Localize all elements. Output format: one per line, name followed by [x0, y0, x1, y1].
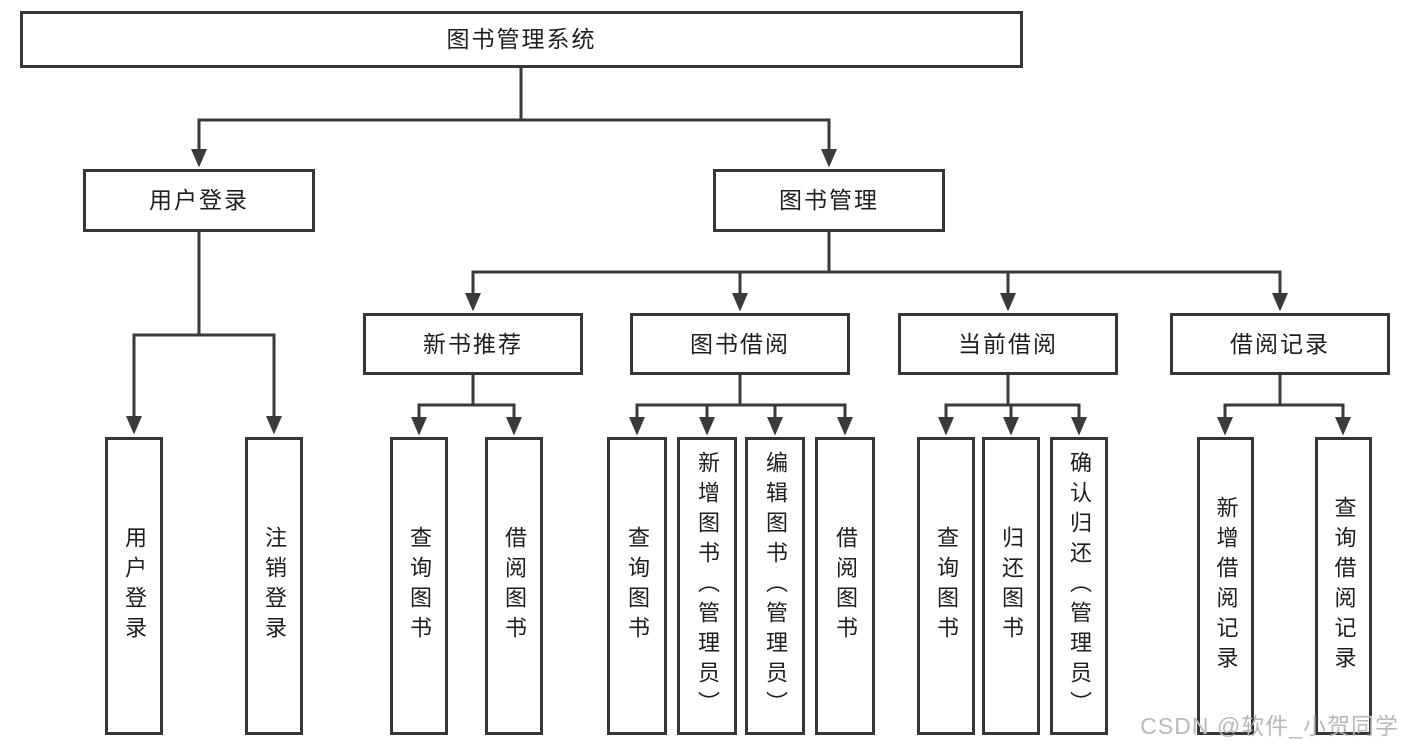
leaf-query-books-current: 查询图书 [917, 437, 975, 735]
node-book-management: 图书管理 [713, 169, 945, 232]
edge-root-to-level2 [197, 68, 831, 152]
arrow-icon [938, 417, 954, 436]
arrow-icon [699, 417, 715, 436]
leaf-query-books-borrow: 查询图书 [607, 437, 667, 735]
node-user-login: 用户登录 [83, 169, 315, 232]
arrow-icon [629, 417, 645, 436]
edge-borrowrecord-to-leaves [1223, 375, 1345, 420]
arrow-icon [1000, 293, 1016, 312]
arrow-icon [191, 149, 207, 168]
arrow-icon [1335, 417, 1351, 436]
arrow-icon [767, 417, 783, 436]
leaf-return-books: 归还图书 [982, 437, 1040, 735]
edge-newbookrec-to-leaves [417, 375, 516, 420]
leaf-borrow-books-recommend: 借阅图书 [485, 437, 543, 735]
edge-bookborrow-to-leaves [635, 375, 847, 420]
leaf-logout: 注销登录 [245, 437, 303, 735]
arrow-icon [1272, 293, 1288, 312]
node-new-book-recommend: 新书推荐 [363, 313, 583, 375]
arrow-icon [506, 417, 522, 436]
leaf-query-borrow-record: 查询借阅记录 [1315, 437, 1372, 735]
leaf-add-borrow-record: 新增借阅记录 [1197, 437, 1254, 735]
arrow-icon [1003, 417, 1019, 436]
arrow-icon [411, 417, 427, 436]
arrow-icon [266, 416, 282, 435]
arrow-icon [837, 417, 853, 436]
node-library-management-system: 图书管理系统 [20, 11, 1023, 68]
leaf-confirm-return-admin: 确认归还（管理员） [1050, 437, 1108, 735]
leaf-user-login: 用户登录 [105, 437, 163, 735]
edge-currentborrow-to-leaves [944, 375, 1081, 420]
arrow-icon [126, 416, 142, 435]
arrow-icon [465, 293, 481, 312]
leaf-add-books-admin: 新增图书（管理员） [677, 437, 737, 735]
arrow-icon [821, 149, 837, 168]
edge-bookmgmt-to-level3 [471, 232, 1282, 296]
node-borrow-records: 借阅记录 [1170, 313, 1390, 375]
leaf-query-books-recommend: 查询图书 [390, 437, 448, 735]
watermark-text: CSDN @软件_小贺同学 [1140, 713, 1399, 739]
arrow-icon [1217, 417, 1233, 436]
leaf-borrow-books: 借阅图书 [815, 437, 875, 735]
node-book-borrowing: 图书借阅 [630, 313, 850, 375]
leaf-edit-books-admin: 编辑图书（管理员） [745, 437, 805, 735]
node-current-borrowing: 当前借阅 [898, 313, 1118, 375]
arrow-icon [1071, 417, 1087, 436]
edge-userlogin-to-leaves [132, 232, 276, 420]
arrow-icon [732, 293, 748, 312]
